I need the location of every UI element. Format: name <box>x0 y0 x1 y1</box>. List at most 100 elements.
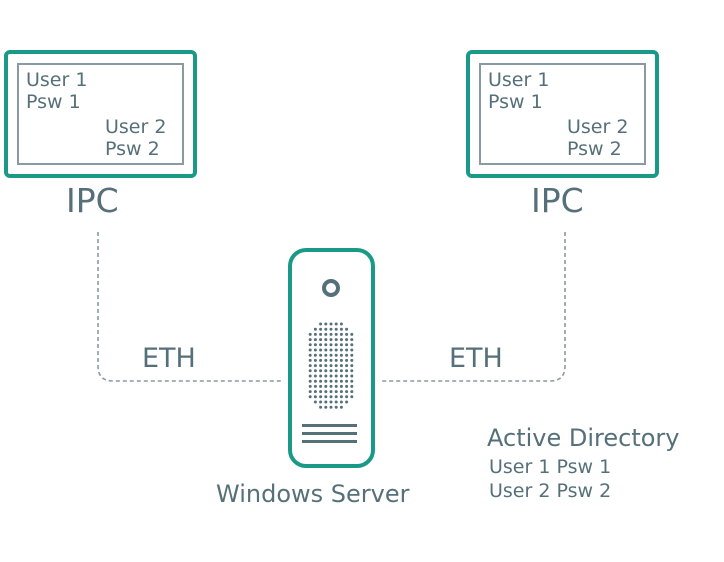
vent-dot <box>345 390 349 394</box>
vent-dot <box>324 400 328 404</box>
vent-dot <box>319 374 323 378</box>
vent-dot <box>345 384 349 388</box>
vent-dot <box>350 369 354 373</box>
vent-dot <box>334 369 338 373</box>
vent-dot <box>313 358 317 362</box>
vent-dot <box>339 343 343 347</box>
vent-dot <box>319 379 323 383</box>
vent-dot <box>334 374 338 378</box>
vent-dot <box>350 395 354 399</box>
right-eth-label: ETH <box>449 343 503 374</box>
vent-dot <box>339 327 343 331</box>
active-directory-row-1: User 1 Psw 1 <box>489 456 612 478</box>
vent-dot <box>308 379 312 383</box>
vent-dot <box>324 322 328 326</box>
vent-dot <box>319 322 323 326</box>
vent-dot <box>308 358 312 362</box>
vent-dot <box>334 390 338 394</box>
vent-dot <box>329 327 333 331</box>
vent-dot <box>324 364 328 368</box>
vent-dot <box>334 327 338 331</box>
vent-dot <box>345 374 349 378</box>
vent-dot <box>334 405 338 409</box>
vent-dot <box>313 395 317 399</box>
vent-dot <box>329 364 333 368</box>
vent-dot <box>324 379 328 383</box>
vent-dot <box>313 348 317 352</box>
vent-dot <box>345 379 349 383</box>
vent-dot <box>324 358 328 362</box>
server-label: Windows Server <box>216 480 410 508</box>
vent-dot <box>329 395 333 399</box>
vent-dot <box>339 369 343 373</box>
vent-dot <box>329 390 333 394</box>
vent-dot <box>334 322 338 326</box>
active-directory-row-2: User 2 Psw 2 <box>489 480 612 502</box>
vent-dot <box>345 343 349 347</box>
vent-dot <box>324 332 328 336</box>
vent-dot <box>324 369 328 373</box>
vent-dot <box>308 384 312 388</box>
vent-dot <box>319 358 323 362</box>
vent-dot <box>339 379 343 383</box>
vent-dot <box>345 358 349 362</box>
vent-dot <box>350 353 354 357</box>
right-ipc-psw1: Psw 1 <box>488 91 543 113</box>
vent-dot <box>319 353 323 357</box>
vent-dot <box>313 400 317 404</box>
vent-dot <box>339 374 343 378</box>
left-ipc-user1: User 1 <box>26 69 88 91</box>
vent-dot <box>350 338 354 342</box>
vent-dot <box>345 400 349 404</box>
vent-dot <box>319 395 323 399</box>
right-ipc-user2: User 2 <box>567 116 629 138</box>
vent-dot <box>345 364 349 368</box>
vent-dot <box>313 374 317 378</box>
left-ipc-monitor <box>4 50 197 178</box>
vent-dot <box>308 348 312 352</box>
vent-dot <box>319 343 323 347</box>
vent-dot <box>319 400 323 404</box>
vent-dot <box>324 353 328 357</box>
vent-dot <box>334 395 338 399</box>
vent-dot <box>319 369 323 373</box>
vent-dot <box>329 338 333 342</box>
vent-dot <box>339 358 343 362</box>
vent-dot <box>329 379 333 383</box>
vent-dot <box>350 348 354 352</box>
vent-dot <box>334 400 338 404</box>
vent-dot <box>334 348 338 352</box>
vent-dot <box>334 343 338 347</box>
vent-dot <box>339 390 343 394</box>
vent-dot <box>329 369 333 373</box>
vent-dot <box>329 358 333 362</box>
active-directory-title: Active Directory <box>487 424 680 452</box>
vent-dot <box>329 332 333 336</box>
left-eth-link <box>97 232 283 382</box>
vent-dot <box>319 348 323 352</box>
left-ipc-user2: User 2 <box>105 116 167 138</box>
vent-dot <box>329 384 333 388</box>
vent-dot <box>339 332 343 336</box>
vent-dot <box>308 343 312 347</box>
vent-dot <box>324 395 328 399</box>
vent-dot <box>313 379 317 383</box>
vent-dot <box>308 353 312 357</box>
vent-dot <box>324 348 328 352</box>
vent-dot <box>339 364 343 368</box>
vent-dot <box>350 379 354 383</box>
left-ipc-label: IPC <box>66 181 119 220</box>
vent-dot <box>308 364 312 368</box>
left-eth-label: ETH <box>142 343 196 374</box>
vent-dot <box>334 353 338 357</box>
vent-dot <box>313 390 317 394</box>
vent-dot <box>339 353 343 357</box>
vent-dot <box>345 327 349 331</box>
vent-dot <box>319 327 323 331</box>
vent-dot <box>313 343 317 347</box>
vent-dot <box>329 322 333 326</box>
left-ipc-psw1: Psw 1 <box>26 91 81 113</box>
vent-dot <box>324 343 328 347</box>
left-ipc-psw2: Psw 2 <box>105 138 160 160</box>
vent-dot <box>324 390 328 394</box>
